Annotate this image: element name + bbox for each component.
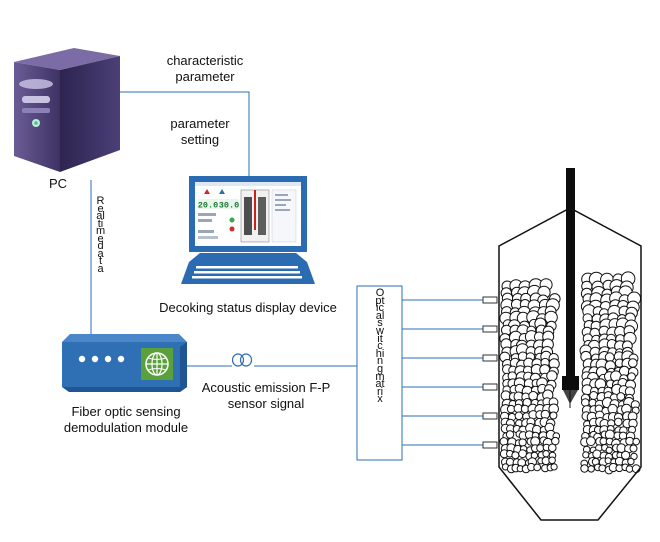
coke-particle <box>616 392 626 401</box>
screen-left-readout-bg <box>198 199 218 209</box>
coke-particle <box>514 411 524 421</box>
display-device-label: Decoking status display device <box>159 300 337 315</box>
demod-module-line2: demodulation module <box>63 420 189 435</box>
laptop-icon: 20.0 30.0 <box>181 176 315 284</box>
characteristic-parameter-line1: characteristic <box>166 53 244 68</box>
coke-drum <box>498 168 642 521</box>
coke-particle <box>625 465 634 473</box>
coke-particle <box>605 446 613 454</box>
characteristic-parameter-label: characteristic parameter <box>150 53 260 85</box>
demod-module-label: Fiber optic sensing demodulation module <box>40 404 212 436</box>
coke-particle <box>587 465 595 473</box>
demodulation-module <box>62 334 187 392</box>
coke-particle <box>627 457 635 466</box>
ae-signal-label: Acoustic emission F-P sensor signal <box>196 380 336 412</box>
coke-particle <box>518 449 527 459</box>
coke-particle <box>536 444 545 453</box>
coke-particle <box>542 450 550 458</box>
pc-to-display-line <box>120 91 250 176</box>
parameter-setting-line1: parameter <box>170 116 230 131</box>
parameter-setting-label: parameter setting <box>150 116 250 148</box>
demod-module-line1: Fiber optic sensing <box>71 404 181 419</box>
coke-particle <box>580 464 589 473</box>
coke-bed-right <box>579 271 642 475</box>
ae-signal-line2: sensor signal <box>227 396 305 411</box>
coke-particle <box>628 358 638 368</box>
coke-particle <box>533 463 542 472</box>
fiber-coil-icon <box>231 353 253 367</box>
coke-particle <box>548 456 556 465</box>
coke-particle <box>627 372 636 382</box>
coke-particle <box>604 457 612 465</box>
screen-left-reading: 20.0 <box>198 201 218 211</box>
coke-particle <box>548 443 557 453</box>
coke-particle <box>511 451 520 460</box>
connection-lines <box>90 91 357 367</box>
sensor-fibers <box>402 299 483 446</box>
coke-particle <box>546 370 558 382</box>
fp-sensors <box>482 296 498 449</box>
coke-particle <box>581 398 590 407</box>
real-time-data-label: Realtimedata <box>96 195 106 275</box>
coke-bed-left <box>499 278 561 474</box>
coke-particle <box>549 411 558 420</box>
keyboard-keys <box>192 266 302 279</box>
parameter-setting-line2: setting <box>180 132 220 147</box>
screen-right-readout-bg <box>219 199 239 209</box>
coke-particle <box>518 438 527 447</box>
coke-particle <box>528 391 539 401</box>
coke-particle <box>582 451 590 459</box>
optical-switch-box <box>356 285 403 461</box>
coke-particle <box>632 437 641 446</box>
pc-label: PC <box>48 176 68 191</box>
coke-particle <box>629 444 638 453</box>
coke-particle <box>586 436 596 447</box>
optical-switch-label: Opticalswitchingmatrix <box>375 287 385 406</box>
ae-signal-line1: Acoustic emission F-P <box>201 380 331 395</box>
pc-tower-icon <box>14 48 120 172</box>
coke-particle <box>625 436 635 446</box>
screen-right-reading: 30.0 <box>219 201 239 211</box>
coke-particle <box>550 463 558 471</box>
coke-particle <box>505 430 515 439</box>
coke-particle <box>614 417 623 427</box>
globe-icon <box>141 348 173 380</box>
drill-head <box>562 376 579 390</box>
drill-stem <box>566 168 575 383</box>
coke-particle <box>589 391 599 400</box>
drum-shell <box>498 207 642 521</box>
coke-particle <box>604 352 615 363</box>
characteristic-parameter-line2: parameter <box>175 69 235 84</box>
